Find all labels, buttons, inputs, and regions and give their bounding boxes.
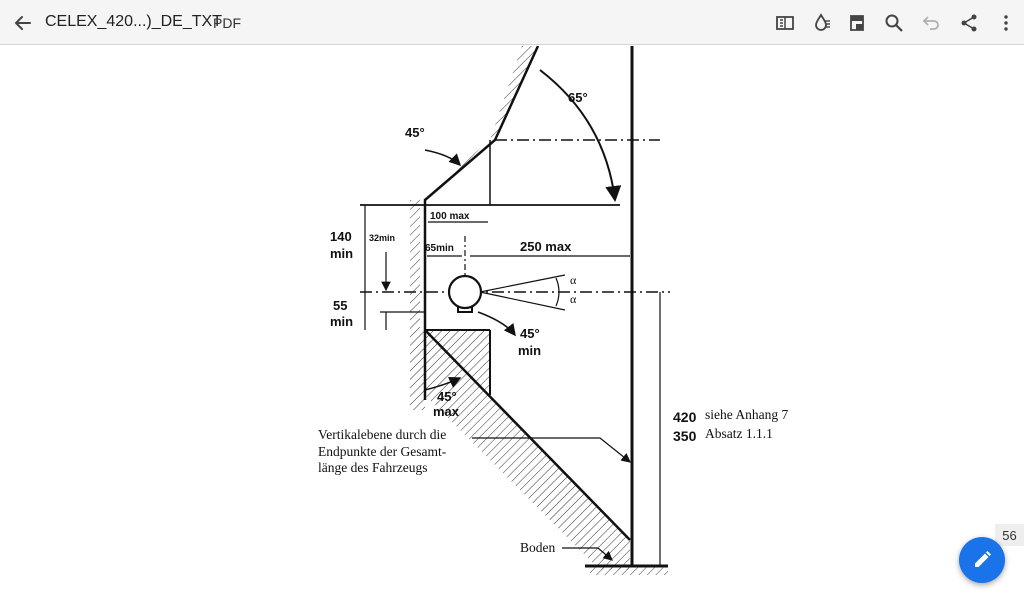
coupling-diagram: 65° 45° 100 max 140 min 32min 65min 250 …	[318, 46, 788, 575]
angle-45-top-label: 45°	[405, 125, 425, 140]
document-icon[interactable]	[845, 11, 869, 35]
edit-fab-button[interactable]	[959, 537, 1005, 583]
top-toolbar: CELEX_420...)_DE_TXT PDF	[0, 0, 1024, 45]
dim-100-label: 100 max	[430, 211, 470, 222]
dim-65-label: 65min	[425, 243, 454, 254]
back-arrow-icon[interactable]	[10, 10, 36, 36]
angle-65-label: 65°	[568, 90, 588, 105]
share-icon[interactable]	[957, 11, 981, 35]
dim-55-label: 55	[333, 298, 347, 313]
reading-mode-icon[interactable]	[773, 11, 797, 35]
coupling-ball	[447, 274, 483, 310]
dim-350-label: 350	[673, 428, 697, 444]
file-type-label: PDF	[213, 15, 241, 31]
undo-icon[interactable]	[919, 11, 943, 35]
angle-45-low-max-label: max	[433, 404, 460, 419]
dim-140-min-label: min	[330, 246, 353, 261]
anhang-label-1: siehe Anhang 7	[705, 407, 788, 422]
vertical-plane-text-3: länge des Fahrzeugs	[318, 460, 427, 475]
page-number-badge: 56	[995, 524, 1024, 546]
angle-45-mid-min-label: min	[518, 343, 541, 358]
vertical-plane-text-2: Endpunkte der Gesamt-	[318, 444, 447, 459]
angle-45-low-label: 45°	[437, 389, 457, 404]
document-title: CELEX_420...)_DE_TXT	[45, 13, 222, 30]
more-vert-icon[interactable]	[994, 11, 1018, 35]
dim-32-label: 32min	[369, 233, 395, 243]
dim-250-label: 250 max	[520, 239, 572, 254]
alpha-lower-label: α	[570, 292, 577, 306]
anhang-label-2: Absatz 1.1.1	[705, 426, 773, 441]
pdf-page[interactable]: 65° 45° 100 max 140 min 32min 65min 250 …	[0, 46, 1024, 596]
search-icon[interactable]	[882, 11, 906, 35]
angle-45-mid-label: 45°	[520, 326, 540, 341]
ink-drop-icon[interactable]	[810, 11, 834, 35]
dim-55-min-label: min	[330, 314, 353, 329]
pencil-icon	[975, 551, 991, 567]
dim-420-label: 420	[673, 409, 697, 425]
vehicle-body-hatch	[425, 330, 630, 570]
ground-label: Boden	[520, 540, 555, 555]
vertical-plane-text-1: Vertikalebene durch die	[318, 427, 446, 442]
vehicle-outline-hatch	[410, 46, 538, 410]
dim-140-label: 140	[330, 229, 352, 244]
alpha-upper-label: α	[570, 273, 577, 287]
